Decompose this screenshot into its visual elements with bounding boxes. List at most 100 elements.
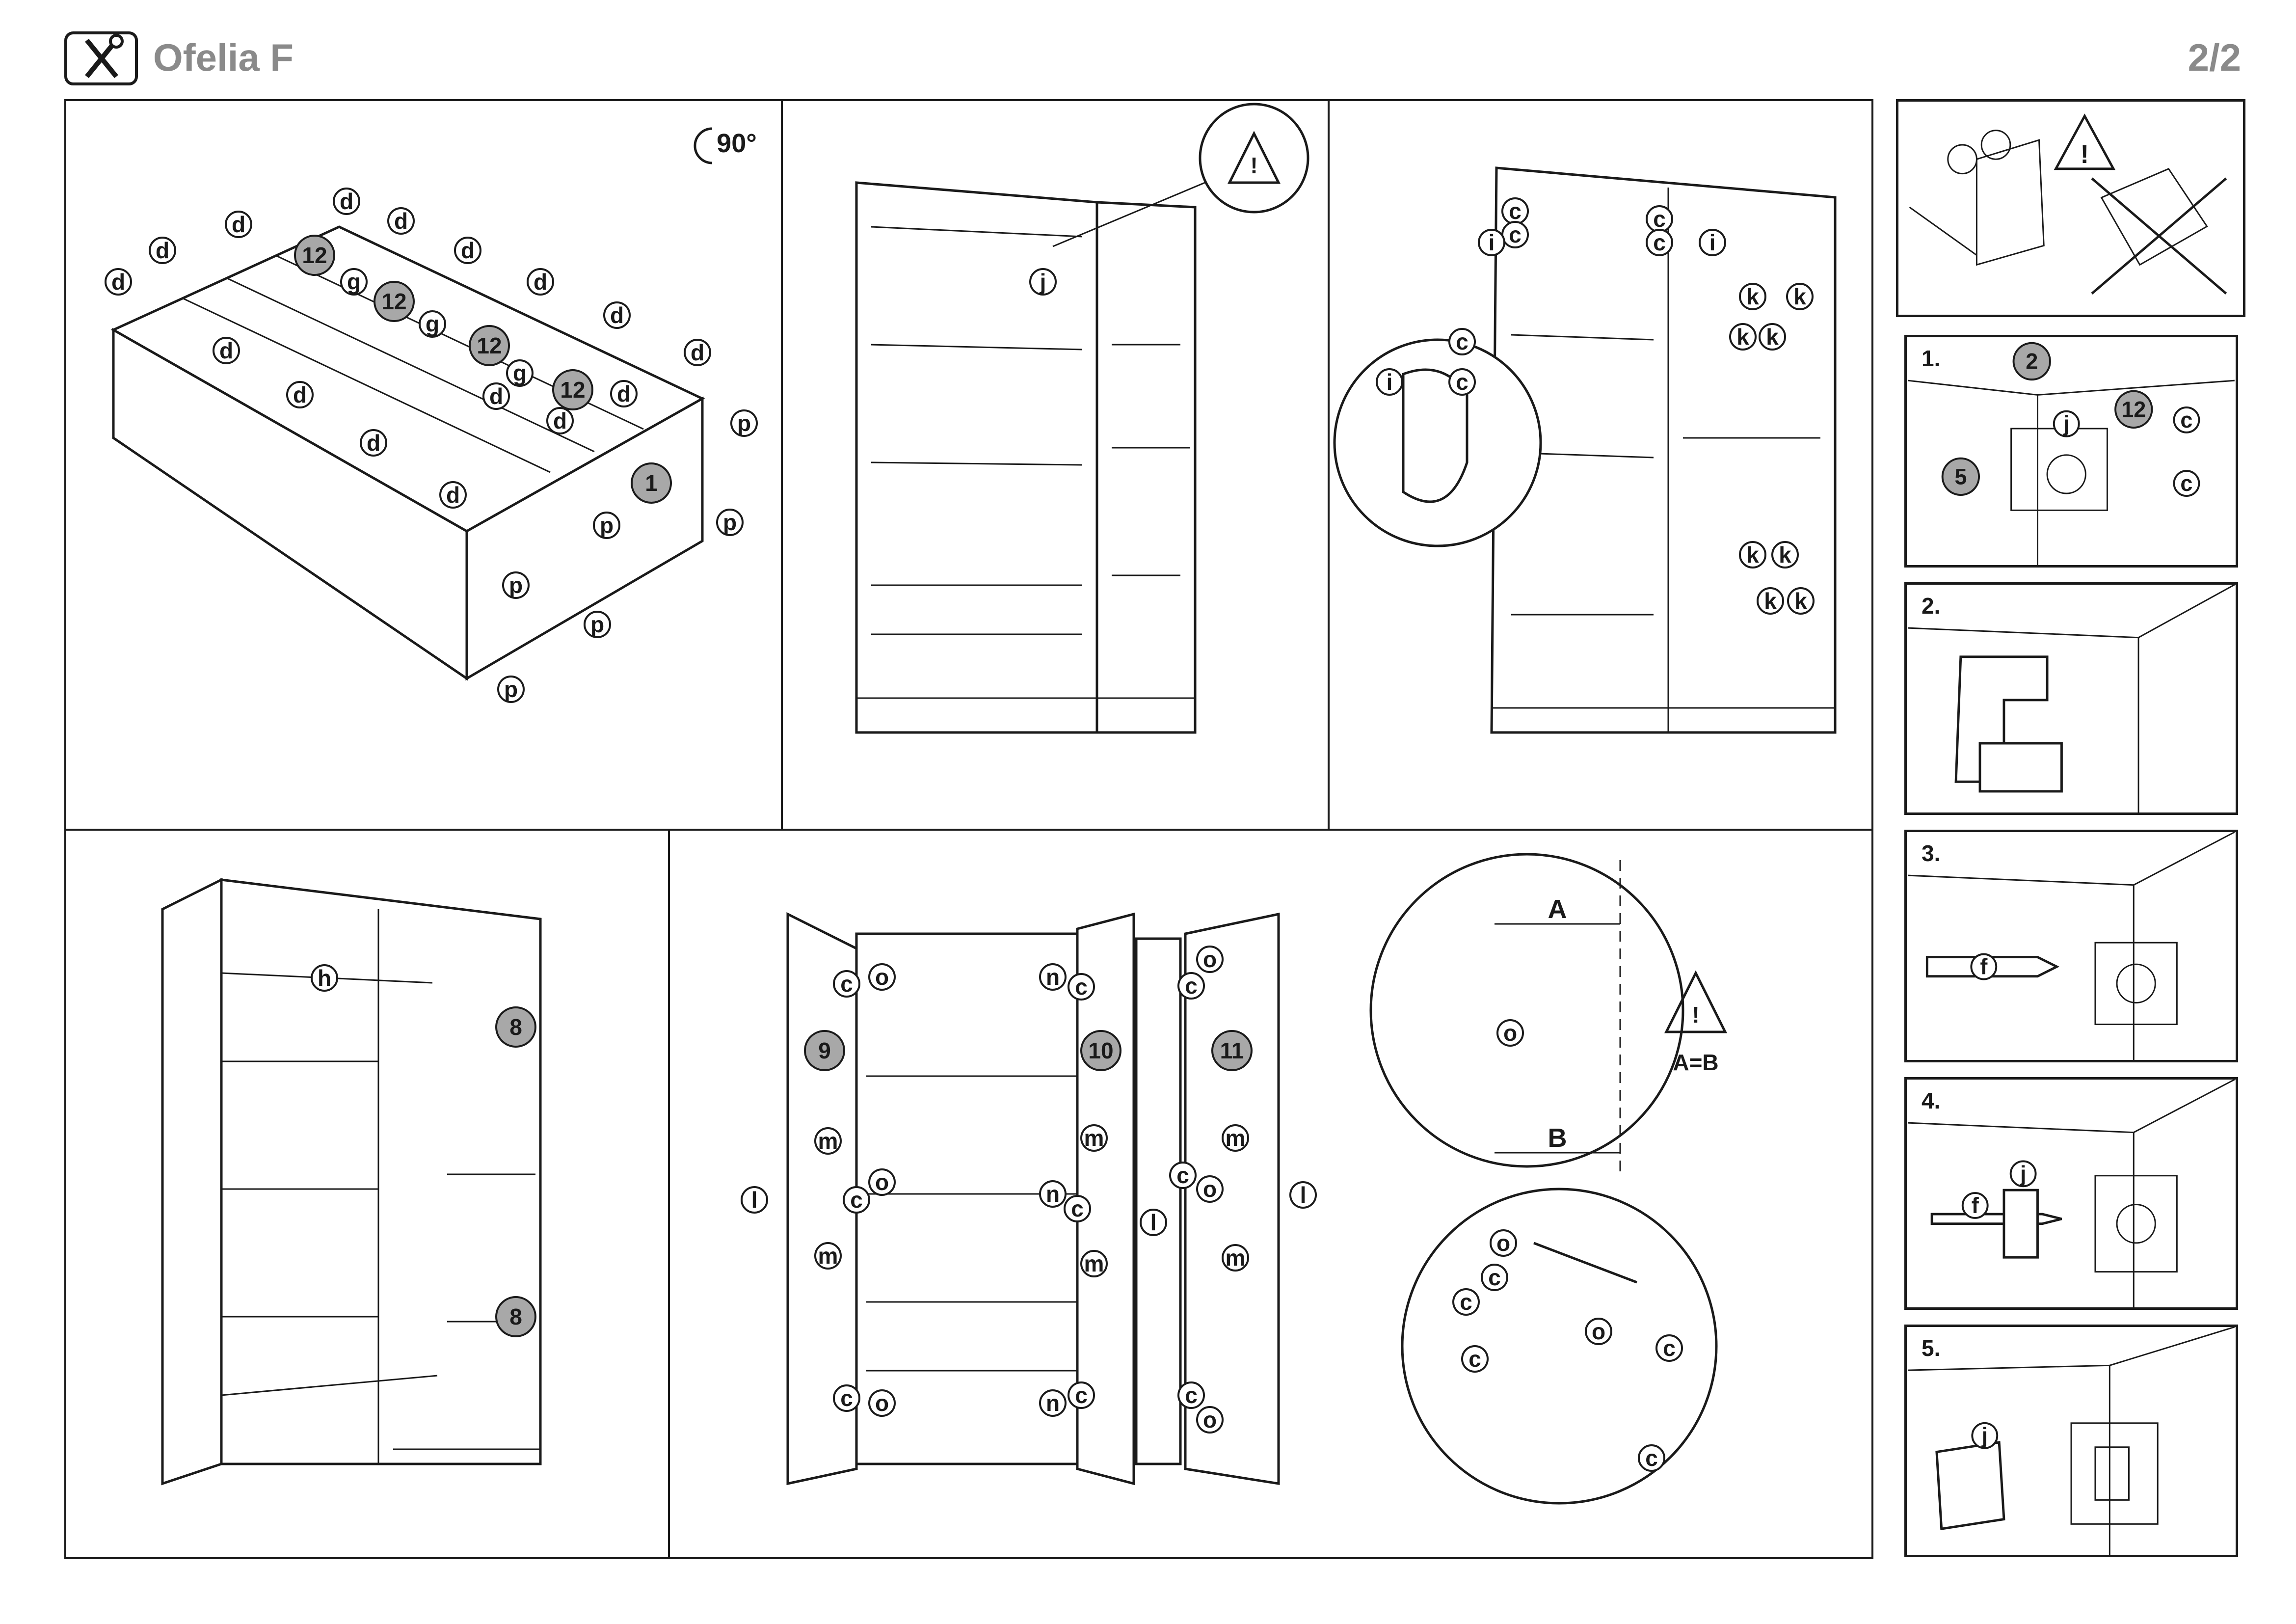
svg-text:12: 12 [302,243,327,268]
callout-d: d d d d d d d d d d d d d d d d [105,188,711,509]
callout-h [311,964,338,992]
callout-m: m m m m m m [814,1124,1249,1277]
step-number: 5. [1922,1335,1941,1361]
svg-text:d: d [691,340,704,365]
svg-text:k: k [1794,588,1807,614]
svg-text:k: k [1746,542,1759,568]
svg-text:c: c [1456,329,1468,354]
svg-text:c: c [1509,198,1522,224]
svg-text:12: 12 [381,289,406,314]
svg-text:m: m [1226,1245,1246,1271]
svg-text:m: m [818,1243,838,1269]
svg-text:d: d [461,238,475,263]
svg-text:k: k [1779,542,1791,568]
svg-text:p: p [509,572,523,598]
svg-text:i: i [1709,230,1716,255]
divider [1328,99,1330,829]
svg-text:d: d [111,269,125,295]
panel-carcass-top: 90° d d d d d d d d d d d d d d d d g [64,99,781,829]
svg-text:c: c [1071,1196,1084,1221]
svg-text:d: d [534,269,547,295]
svg-text:d: d [489,383,503,409]
cam-fitting-icon [1402,368,1468,503]
rotate-arrow-icon [694,127,713,164]
svg-text:h: h [318,965,331,991]
svg-text:p: p [723,510,737,535]
svg-text:1: 1 [645,470,658,496]
panel-shelves: h 8 8 [64,831,668,1559]
callout-g: g g g [340,268,534,387]
svg-text:c: c [2180,407,2192,433]
svg-text:c: c [1460,1289,1472,1315]
svg-text:o: o [875,1169,889,1195]
svg-text:d: d [553,408,567,433]
step-number: 1. [1922,346,1941,371]
step-number: 3. [1922,840,1941,866]
divider [668,831,670,1559]
svg-text:!: ! [2081,140,2089,169]
divider [781,99,783,829]
svg-text:o: o [1496,1230,1510,1256]
tools-icon [64,31,138,85]
svg-text:k: k [1764,588,1777,614]
svg-text:d: d [293,382,307,407]
svg-text:12: 12 [477,333,502,358]
step-1-box: 1. 2 12 5 j c c [1904,335,2238,568]
svg-text:c: c [1075,974,1088,1000]
svg-text:c: c [1663,1335,1676,1361]
svg-text:c: c [1653,206,1666,232]
svg-text:j: j [2020,1161,2027,1186]
warning-icon [1664,970,1728,1033]
svg-text:g: g [426,311,439,337]
callout-c: c c c c c c i [1376,197,1673,396]
hinge-mount-detail [1401,1188,1718,1505]
screw-icon [1930,1213,2062,1225]
hinge-adjust-detail [1369,853,1684,1168]
svg-text:8: 8 [509,1014,522,1040]
part-12-badges: 12 12 12 12 [294,235,593,410]
svg-text:d: d [156,238,169,263]
svg-text:o: o [1203,1176,1217,1202]
warning-icon [1227,131,1281,184]
svg-text:o: o [1592,1319,1605,1344]
svg-text:p: p [504,677,518,702]
svg-text:o: o [875,964,889,990]
svg-text:g: g [513,360,527,386]
svg-text:j: j [1040,269,1046,295]
svg-text:g: g [347,269,361,295]
svg-text:c: c [840,1385,853,1411]
callout-i: i i [1478,229,1726,256]
callout-p: p p p p p p [497,409,758,703]
step-2-box: 2. [1904,582,2238,815]
svg-text:m: m [818,1128,838,1154]
step-number: 2. [1922,593,1941,619]
page-number: 2/2 [2188,36,2241,79]
svg-text:k: k [1766,324,1779,350]
panel-doors: 9 10 11 o o o o o o c c c c c c c c c n … [670,831,1873,1559]
svg-text:5: 5 [1954,464,1967,489]
svg-text:j: j [1981,1423,1988,1448]
svg-text:c: c [1176,1163,1189,1188]
callout-l: l l l [741,1181,1317,1236]
part-8-badge [495,1006,536,1048]
measure-a: A [1548,894,1567,924]
svg-text:p: p [590,612,604,637]
svg-text:k: k [1746,284,1759,309]
svg-text:c: c [1075,1382,1088,1408]
svg-text:p: p [600,513,614,538]
svg-text:c: c [850,1187,863,1213]
svg-text:d: d [367,430,380,456]
callout-n: n n n [1039,963,1067,1417]
svg-text:c: c [1509,222,1522,247]
svg-text:o: o [875,1390,889,1416]
svg-text:c: c [1488,1265,1501,1290]
part-11-badge [1211,1030,1253,1071]
svg-text:c: c [840,971,853,997]
svg-text:o: o [1203,1407,1217,1433]
svg-text:!: ! [1250,153,1257,178]
part-8-badge [495,1296,536,1337]
svg-text:p: p [737,410,751,436]
svg-text:9: 9 [818,1038,831,1063]
svg-text:c: c [1185,1382,1198,1408]
svg-text:d: d [340,189,353,214]
